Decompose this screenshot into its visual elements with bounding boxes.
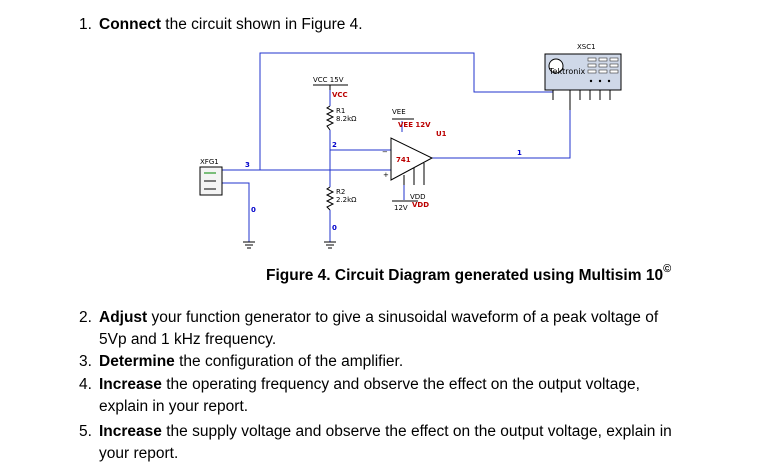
opamp-741: 741 U1 − + bbox=[382, 130, 447, 185]
node-2-label: 2 bbox=[332, 141, 337, 149]
svg-text:−: − bbox=[382, 148, 388, 156]
step-text-continued: your report. bbox=[99, 445, 179, 462]
svg-text:+: + bbox=[383, 171, 389, 179]
vdd-net-label: VDD bbox=[412, 201, 429, 209]
xfg1-label: XFG1 bbox=[200, 158, 219, 166]
instruction-step-1: 1. Connect the circuit shown in Figure 4. bbox=[79, 14, 363, 36]
node-1-label: 1 bbox=[517, 149, 522, 157]
function-generator-xfg1: XFG1 bbox=[199, 158, 223, 196]
circuit-diagram: VCC 15V VCC R1 8.2kΩ R2 2.2kΩ VEE VEE 12… bbox=[199, 43, 622, 249]
vee-label: VEE bbox=[392, 108, 406, 116]
step-text: your function generator to give a sinuso… bbox=[147, 309, 659, 326]
node-0-label: 0 bbox=[251, 206, 256, 214]
figure-caption-text: Figure 4. Circuit Diagram generated usin… bbox=[266, 267, 664, 285]
opamp-model-label: 741 bbox=[396, 156, 411, 164]
tektronix-brand: Tektronix bbox=[548, 67, 586, 76]
vcc-value-label: VCC 15V bbox=[313, 76, 344, 84]
vee-value-label: VEE 12V bbox=[398, 121, 431, 129]
vdd-source: VDD 12V VDD bbox=[392, 193, 429, 212]
step-text-continued: explain in your report. bbox=[99, 398, 249, 415]
step-number: 2. bbox=[79, 309, 92, 326]
node-0-label: 0 bbox=[332, 224, 337, 232]
figure-caption: Figure 4. Circuit Diagram generated usin… bbox=[266, 263, 672, 285]
step-number: 1. bbox=[79, 16, 92, 33]
step-text: the circuit shown in Figure 4. bbox=[161, 16, 363, 33]
step-number: 4. bbox=[79, 376, 92, 393]
step-text: the supply voltage and observe the effec… bbox=[161, 423, 672, 440]
r1-label: R1 bbox=[336, 107, 345, 115]
vcc-net-label: VCC bbox=[332, 91, 348, 99]
step-number: 5. bbox=[79, 423, 92, 440]
step-keyword: Connect bbox=[99, 16, 161, 33]
resistor-r2: R2 2.2kΩ bbox=[325, 186, 357, 211]
oscilloscope-xsc1: XSC1 Tektronix bbox=[544, 43, 622, 110]
copyright-symbol: © bbox=[663, 263, 672, 275]
r2-label: R2 bbox=[336, 188, 345, 196]
xsc1-label: XSC1 bbox=[577, 43, 596, 51]
r1-value: 8.2kΩ bbox=[336, 115, 357, 123]
step-text: the operating frequency and observe the … bbox=[161, 376, 640, 393]
node-3-label: 3 bbox=[245, 161, 250, 169]
instruction-step-2: 2. Adjust your function generator to give… bbox=[79, 307, 658, 351]
vee-source: VEE VEE 12V bbox=[392, 108, 431, 129]
instruction-step-4: 4. Increase the operating frequency and o… bbox=[79, 374, 640, 418]
step-keyword: Determine bbox=[99, 353, 175, 370]
r2-value: 2.2kΩ bbox=[336, 196, 357, 204]
instruction-step-5: 5. Increase the supply voltage and observ… bbox=[79, 421, 672, 465]
step-keyword: Increase bbox=[99, 376, 162, 393]
step-number: 3. bbox=[79, 353, 92, 370]
step-keyword: Adjust bbox=[99, 309, 148, 326]
step-text: the configuration of the amplifier. bbox=[174, 353, 404, 370]
step-text-continued: 5Vp and 1 kHz frequency. bbox=[99, 331, 277, 348]
instruction-step-3: 3. Determine the configuration of the amp… bbox=[79, 351, 403, 373]
resistor-r1: R1 8.2kΩ bbox=[325, 105, 357, 131]
vdd-label: VDD bbox=[410, 193, 426, 201]
vcc-source: VCC 15V VCC bbox=[313, 76, 348, 99]
step-keyword: Increase bbox=[99, 423, 162, 440]
u1-label: U1 bbox=[436, 130, 447, 138]
vdd-value: 12V bbox=[394, 204, 408, 212]
